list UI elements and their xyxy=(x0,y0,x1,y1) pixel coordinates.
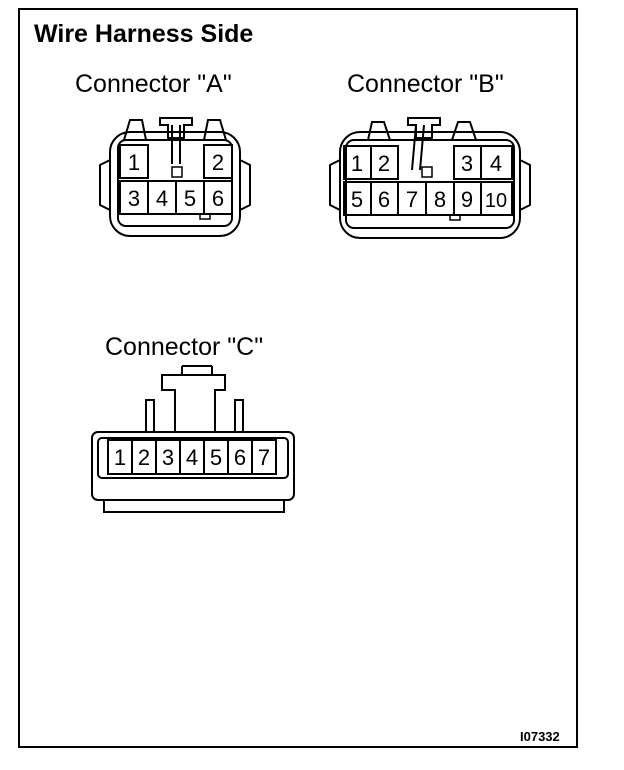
connector-c-label: Connector "C" xyxy=(105,333,264,361)
connector-b-label: Connector "B" xyxy=(347,70,504,98)
connector-c-pin: 2 xyxy=(138,445,150,470)
connector-a-pin-box xyxy=(203,180,233,215)
connector-a-pin-box xyxy=(203,144,233,179)
connector-a-pin-box xyxy=(119,144,149,179)
connector-b-pin-box xyxy=(480,181,513,216)
connector-a-pin: 6 xyxy=(212,186,224,211)
connector-b-pin: 6 xyxy=(378,187,390,212)
connector-a-body xyxy=(99,117,251,237)
connector-a-pin: 1 xyxy=(128,150,140,175)
connector-b-pin: 7 xyxy=(406,187,418,212)
connector-b-pin: 3 xyxy=(461,151,473,176)
connector-a-pin: 4 xyxy=(156,186,168,211)
connector-c-pin: 6 xyxy=(234,445,246,470)
connector-b-pin: 10 xyxy=(485,190,507,212)
connector-a-pin: 5 xyxy=(184,186,196,211)
connector-b-pin: 8 xyxy=(434,187,446,212)
connector-c-pin-box xyxy=(251,439,277,475)
connector-c-body xyxy=(91,365,295,513)
connector-a-label: Connector "A" xyxy=(75,70,232,98)
connector-a-pin: 3 xyxy=(128,186,140,211)
connector-b-pin: 5 xyxy=(351,187,363,212)
diagram-title: Wire Harness Side xyxy=(34,20,254,48)
connector-c-pin: 5 xyxy=(210,445,222,470)
connector-c-pin: 1 xyxy=(114,445,126,470)
figure-id: I07332 xyxy=(520,729,560,744)
connector-c-pin: 7 xyxy=(258,445,270,470)
connector-b-pin: 1 xyxy=(351,151,363,176)
connector-b-pin-box xyxy=(480,145,513,180)
connector-a-pin: 2 xyxy=(212,150,224,175)
connector-c-pin: 3 xyxy=(162,445,174,470)
connector-b-pin: 4 xyxy=(490,151,502,176)
connector-b-pin: 2 xyxy=(378,151,390,176)
connector-c-pin: 4 xyxy=(186,445,198,470)
connector-b-body xyxy=(329,117,531,239)
connector-b-pin: 9 xyxy=(461,187,473,212)
connector-b-pin-box xyxy=(370,145,399,180)
diagram-frame xyxy=(18,8,578,748)
